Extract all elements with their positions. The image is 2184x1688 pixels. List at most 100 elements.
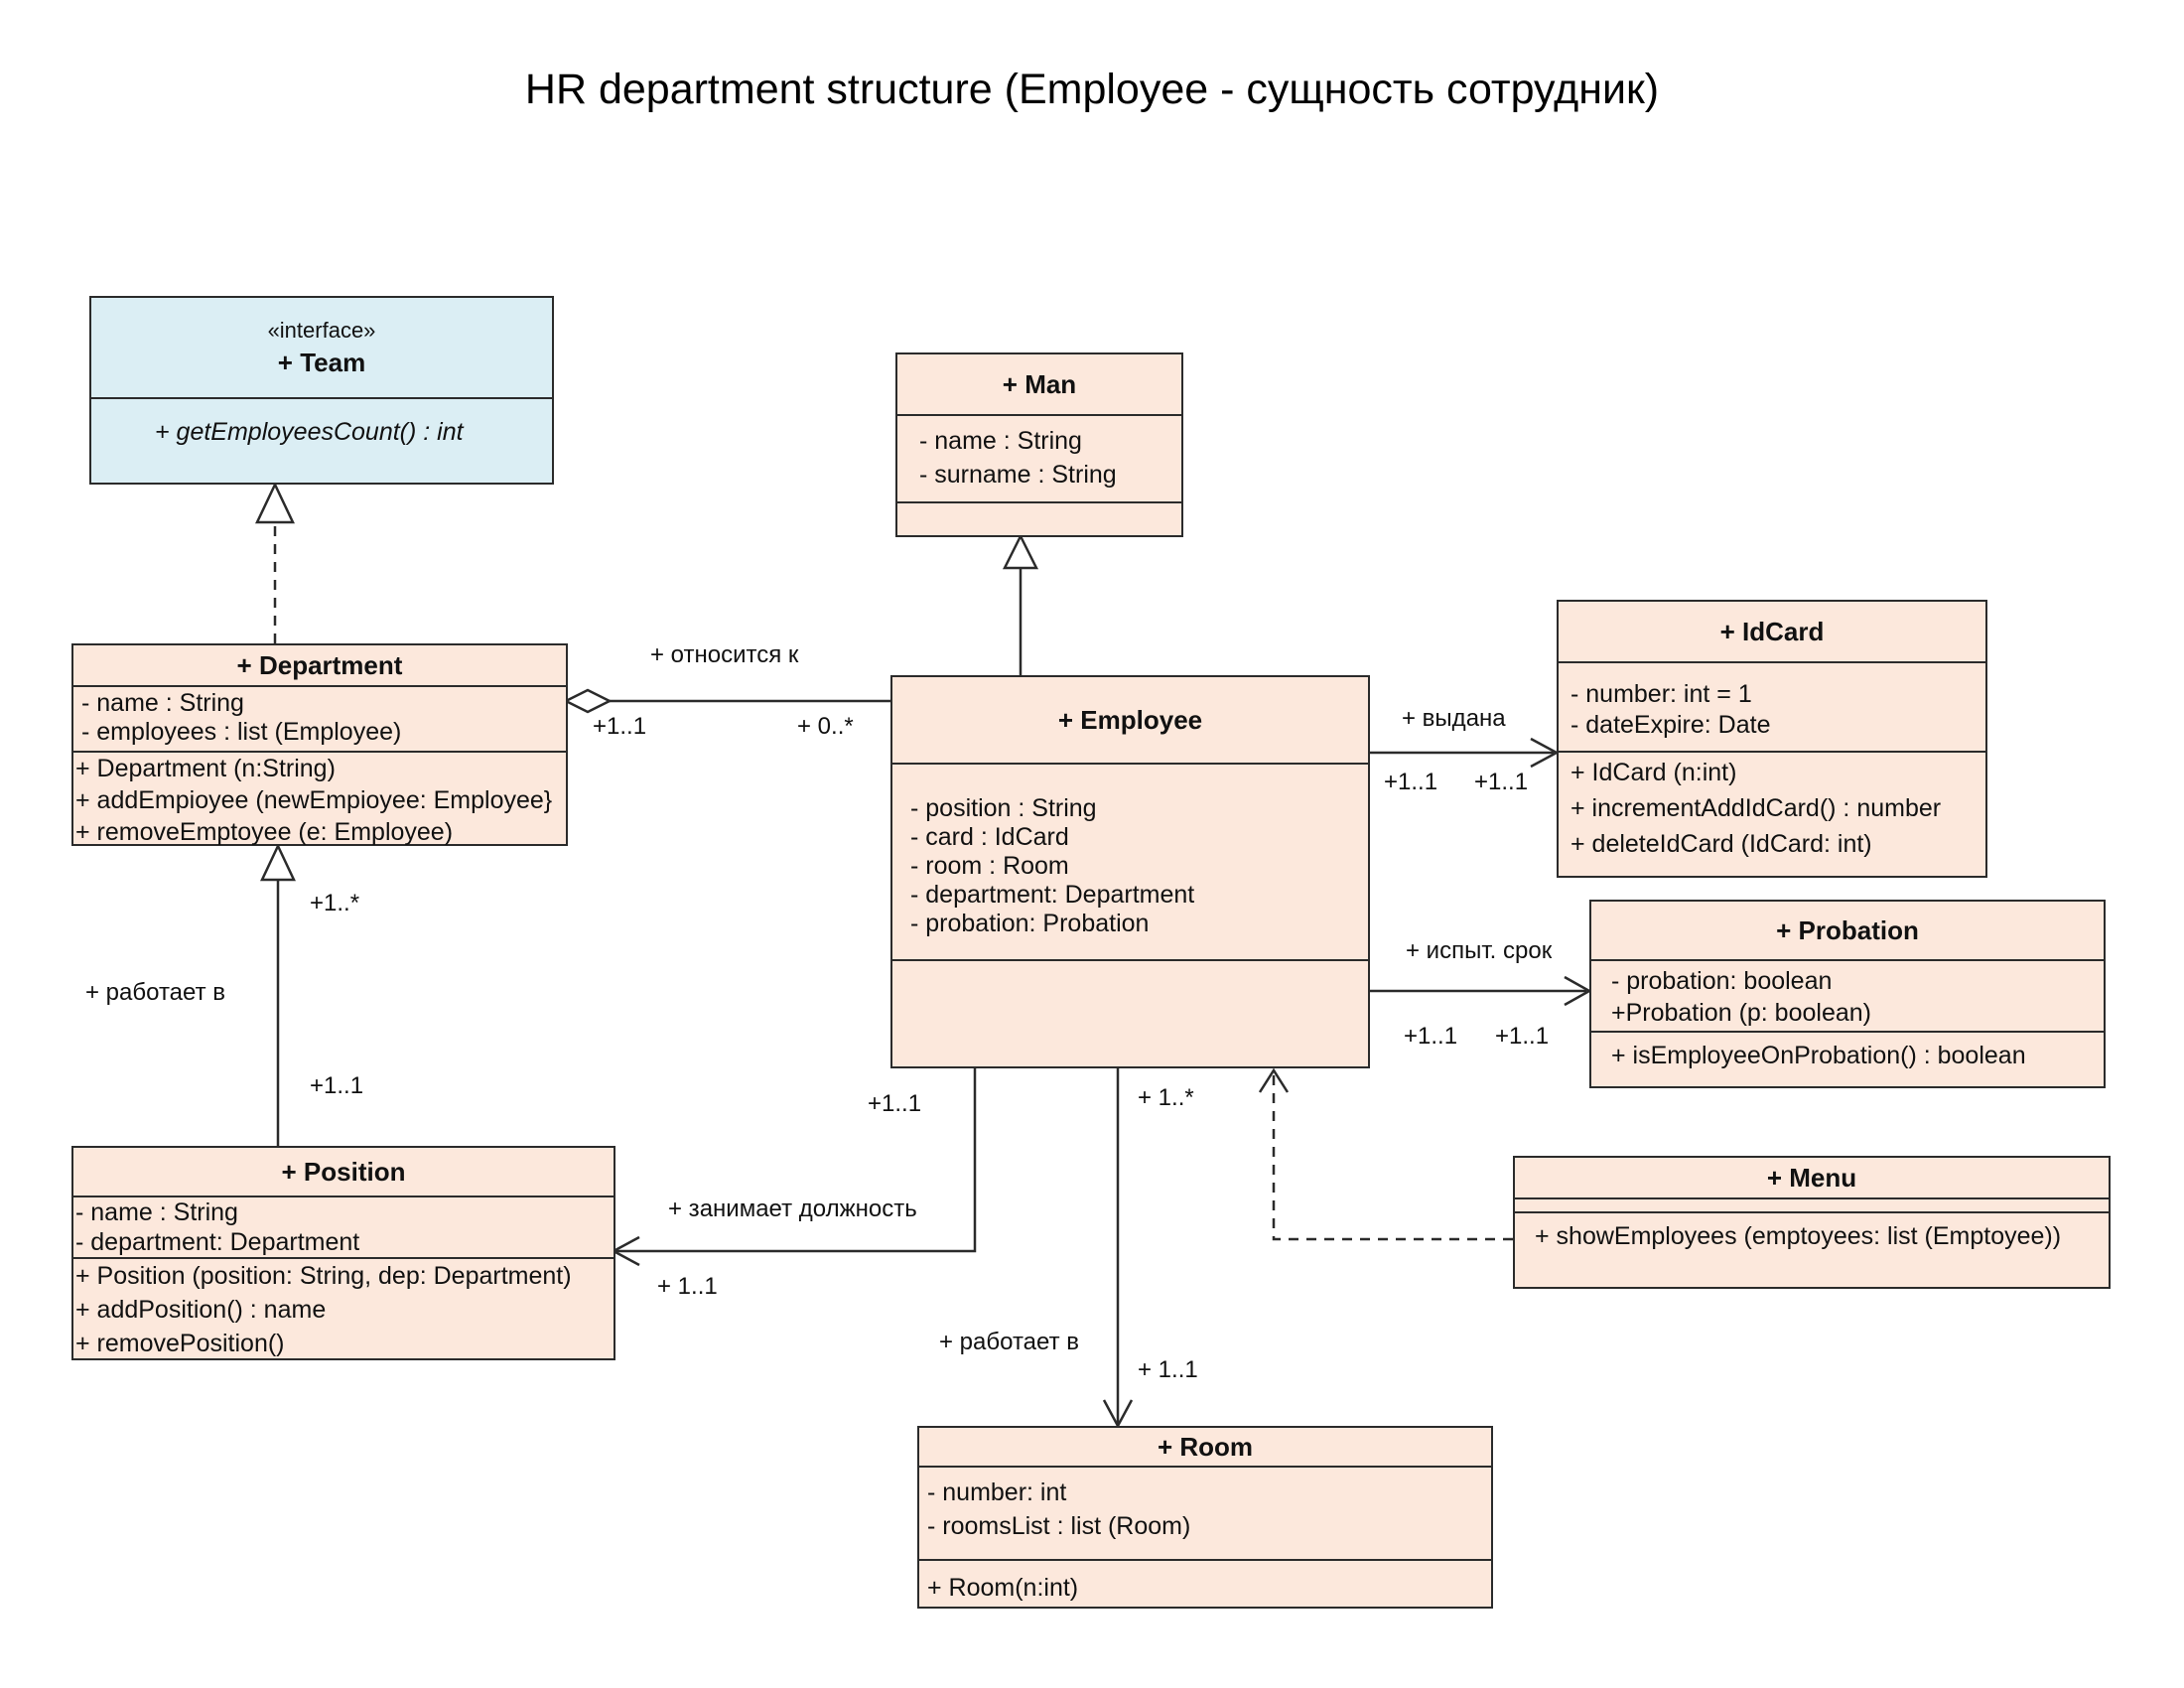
class-idcard[interactable]: + IdCard - number: int = 1 - dateExpire:… bbox=[1557, 600, 1987, 878]
class-department[interactable]: + Department - name : String - employees… bbox=[71, 643, 568, 846]
class-menu-attributes bbox=[1515, 1199, 2109, 1213]
attribute: - name : String bbox=[919, 427, 1082, 455]
class-position-header: + Position bbox=[73, 1148, 614, 1197]
class-position-operations: + Position (position: String, dep: Depar… bbox=[73, 1259, 614, 1360]
operation: + Position (position: String, dep: Depar… bbox=[75, 1262, 572, 1290]
class-team-operations: + getEmployeesCount() : int bbox=[91, 399, 552, 459]
diagram-title: HR department structure (Employee - сущн… bbox=[524, 66, 1660, 113]
class-idcard-header: + IdCard bbox=[1559, 602, 1985, 663]
operation: + addPosition() : name bbox=[75, 1296, 327, 1324]
operation: + Room(n:int) bbox=[927, 1574, 1079, 1602]
operation: + IdCard (n:int) bbox=[1570, 759, 1737, 786]
class-position-attributes: - name : String - department: Department bbox=[73, 1197, 614, 1259]
multiplicity-position-dept-source: +1..1 bbox=[310, 1072, 364, 1099]
class-employee-header: + Employee bbox=[892, 677, 1368, 765]
multiplicity-dept: +1..1 bbox=[593, 713, 647, 740]
class-man-header: + Man bbox=[897, 354, 1181, 416]
class-team[interactable]: «interface» + Team + getEmployeesCount()… bbox=[89, 296, 554, 485]
aggregation-diamond bbox=[563, 688, 613, 714]
class-name: + Room bbox=[1157, 1432, 1254, 1462]
class-menu[interactable]: + Menu + showEmployees (emptoyees: list … bbox=[1513, 1156, 2111, 1289]
class-probation-operations: + isEmployeeOnProbation() : boolean bbox=[1591, 1033, 2104, 1078]
class-employee[interactable]: + Employee - position : String - card : … bbox=[890, 675, 1370, 1068]
class-name: + Man bbox=[1002, 369, 1077, 399]
operation: + showEmployees (emptoyees: list (Emptoy… bbox=[1535, 1222, 2062, 1250]
class-probation-attributes: - probation: boolean +Probation (p: bool… bbox=[1591, 961, 2104, 1033]
interface-stereotype: «interface» bbox=[267, 318, 376, 343]
class-room[interactable]: + Room - number: int - roomsList : list … bbox=[917, 1426, 1493, 1609]
class-man-attributes: - name : String - surname : String bbox=[897, 416, 1181, 503]
operation: + isEmployeeOnProbation() : boolean bbox=[1611, 1042, 2026, 1069]
attribute: - roomsList : list (Room) bbox=[927, 1512, 1191, 1540]
class-team-header: «interface» + Team bbox=[91, 298, 552, 399]
attribute: +Probation (p: boolean) bbox=[1611, 999, 1871, 1027]
multiplicity-position-dept-target: +1..* bbox=[310, 890, 360, 916]
operation: + addEmpioyee (newEmpioyee: Employee} bbox=[75, 786, 553, 814]
attribute: - position : String bbox=[910, 794, 1097, 822]
generalization-arrowhead bbox=[1002, 533, 1039, 570]
operation: + getEmployeesCount() : int bbox=[155, 418, 464, 446]
attribute: - probation: Probation bbox=[910, 910, 1150, 937]
operation: + deleteIdCard (IdCard: int) bbox=[1570, 830, 1872, 858]
relation-label-emp-position: + занимает должность bbox=[668, 1196, 917, 1222]
attribute: - name : String bbox=[75, 1198, 238, 1226]
open-arrowhead-dependency bbox=[1258, 1067, 1290, 1093]
attribute: - department: Department bbox=[75, 1228, 360, 1256]
class-probation[interactable]: + Probation - probation: boolean +Probat… bbox=[1589, 900, 2106, 1088]
attribute: - department: Department bbox=[910, 881, 1195, 909]
class-name: + Employee bbox=[1057, 705, 1203, 735]
class-name: + Position bbox=[281, 1157, 406, 1187]
association-line-employee-position bbox=[615, 1068, 977, 1253]
operation: + removePosition() bbox=[75, 1330, 285, 1357]
class-name: + Menu bbox=[1766, 1163, 1857, 1193]
class-employee-operations bbox=[892, 961, 1368, 969]
class-menu-header: + Menu bbox=[1515, 1158, 2109, 1199]
multiplicity-emp-position-target: + 1..1 bbox=[657, 1273, 718, 1300]
operation: + removeEmptoyee (e: Employee) bbox=[75, 818, 454, 846]
relation-label-emp-room: + работает в bbox=[939, 1329, 1079, 1355]
attribute: - number: int bbox=[927, 1478, 1067, 1506]
multiplicity-emp-position-source: +1..1 bbox=[868, 1090, 922, 1117]
class-room-operations: + Room(n:int) bbox=[919, 1561, 1491, 1605]
attribute: - dateExpire: Date bbox=[1570, 711, 1771, 739]
realization-arrowhead bbox=[255, 482, 295, 524]
attribute: - probation: boolean bbox=[1611, 967, 1833, 995]
relation-label-position-dept: + работает в bbox=[85, 979, 225, 1006]
multiplicity-emp-idcard-source: +1..1 bbox=[1384, 769, 1438, 795]
class-idcard-operations: + IdCard (n:int) + incrementAddIdCard() … bbox=[1559, 753, 1985, 864]
attribute: - name : String bbox=[81, 689, 244, 717]
class-department-operations: + Department (n:String) + addEmpioyee (n… bbox=[73, 753, 566, 848]
relation-label-emp-idcard: + выдана bbox=[1402, 705, 1506, 732]
class-probation-header: + Probation bbox=[1591, 902, 2104, 961]
class-menu-operations: + showEmployees (emptoyees: list (Emptoy… bbox=[1515, 1213, 2109, 1259]
attribute: - employees : list (Employee) bbox=[81, 718, 402, 746]
relation-label-dept-emp: + относится к bbox=[650, 641, 799, 668]
relation-label-emp-probation: + испыт. срок bbox=[1406, 937, 1553, 964]
multiplicity-emp-probation-target: +1..1 bbox=[1495, 1023, 1550, 1050]
class-room-attributes: - number: int - roomsList : list (Room) bbox=[919, 1468, 1491, 1561]
multiplicity-emp: + 0..* bbox=[797, 713, 854, 740]
class-department-header: + Department bbox=[73, 645, 566, 687]
class-idcard-attributes: - number: int = 1 - dateExpire: Date bbox=[1559, 663, 1985, 753]
class-name: + IdCard bbox=[1719, 617, 1825, 646]
multiplicity-emp-probation-source: +1..1 bbox=[1404, 1023, 1458, 1050]
multiplicity-emp-room-source: + 1..* bbox=[1138, 1084, 1194, 1111]
class-department-attributes: - name : String - employees : list (Empl… bbox=[73, 687, 566, 753]
attribute: - number: int = 1 bbox=[1570, 680, 1752, 708]
class-name: + Team bbox=[277, 348, 366, 377]
class-man-operations bbox=[897, 503, 1181, 511]
class-employee-attributes: - position : String - card : IdCard - ro… bbox=[892, 765, 1368, 961]
multiplicity-emp-room-target: + 1..1 bbox=[1138, 1356, 1198, 1383]
class-man[interactable]: + Man - name : String - surname : String bbox=[895, 352, 1183, 537]
attribute: - room : Room bbox=[910, 852, 1069, 880]
operation: + incrementAddIdCard() : number bbox=[1570, 794, 1942, 822]
class-name: + Department bbox=[236, 650, 403, 680]
class-room-header: + Room bbox=[919, 1428, 1491, 1468]
generalization-arrowhead-department bbox=[260, 843, 296, 882]
dependency-line-menu-employee bbox=[1272, 1074, 1513, 1241]
operation: + Department (n:String) bbox=[75, 755, 336, 782]
class-position[interactable]: + Position - name : String - department:… bbox=[71, 1146, 615, 1360]
attribute: - card : IdCard bbox=[910, 823, 1069, 851]
attribute: - surname : String bbox=[919, 461, 1117, 489]
